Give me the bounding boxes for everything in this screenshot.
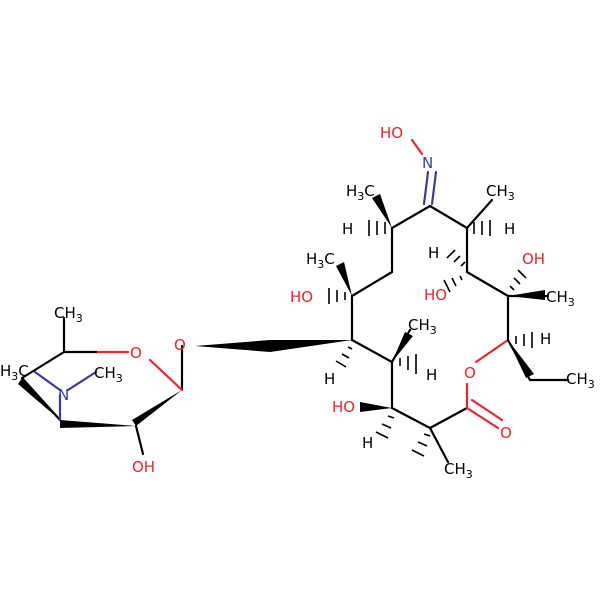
- ch3-center-label: CH3: [408, 316, 437, 337]
- ethyl-ch3-label: CH3: [566, 370, 595, 391]
- h-lower-label: H: [362, 434, 373, 452]
- bond-n-c-1: [422, 170, 430, 206]
- wedge-sugar-3: [18, 378, 60, 420]
- wedge-glyco-black: [270, 340, 352, 352]
- wedge-sugar-1: [132, 390, 182, 426]
- h3c-mid-label: H3C: [306, 250, 335, 271]
- sugar-oh-label: OH: [132, 458, 155, 476]
- h-left-upper-label: H: [342, 220, 353, 238]
- oxime-n-label: N: [422, 154, 433, 172]
- bond-n-methyl-1: [33, 370, 62, 392]
- bond-c1-c2: [390, 204, 432, 230]
- wedge-c5-ch3: [336, 262, 352, 296]
- wedge-glyco-red: [195, 340, 270, 352]
- ring-oxygen-label: O: [464, 364, 476, 382]
- bond-sugar-ring-2: [148, 358, 184, 392]
- bond-c1-c3: [428, 204, 469, 230]
- bond-c4-c5: [350, 270, 394, 298]
- oh-right-upper-label: OH: [522, 250, 545, 268]
- atom-labels: HO N H3C CH3 H H H3C H OH HO HO CH3 CH3 …: [0, 124, 595, 481]
- bond-n-c-2: [430, 170, 438, 206]
- oxime-ho-label: HO: [380, 124, 403, 142]
- bond-c8-c9: [390, 406, 432, 430]
- bond-c10-o-double-1: [465, 406, 500, 430]
- wedge-c2-ch3: [372, 194, 392, 228]
- sugar-ch3-top-label: CH3: [54, 304, 83, 325]
- bond-c3-ch3: [465, 198, 494, 230]
- sugar-nitrogen-label: N: [58, 386, 69, 404]
- wedge-c8-ho: [360, 402, 392, 412]
- ch3-top-left-label: H3C: [346, 182, 375, 203]
- ho-center-label: HO: [424, 286, 447, 304]
- h-right-upper-label: H: [504, 220, 515, 238]
- h-mid-right-label: H: [428, 244, 439, 262]
- bond-c9-c10: [428, 406, 469, 430]
- n-methyl-right-label: CH3: [94, 364, 123, 385]
- h-ring-right-label: H: [540, 330, 551, 348]
- bond-n-methyl-2: [66, 370, 98, 392]
- bond-sugar-oh: [134, 424, 145, 456]
- bond-c10-o-double-2: [470, 398, 504, 422]
- wedge-c12-ch3: [508, 290, 545, 300]
- n-methyl-left-label: H3C: [0, 362, 29, 383]
- h-ring-left-label: H: [324, 370, 335, 388]
- bond-o-c11: [474, 338, 510, 364]
- carbonyl-oxygen-label: O: [500, 424, 512, 442]
- wedge-c11-ethyl: [508, 340, 534, 378]
- bond-sugar-ring-5: [20, 350, 66, 380]
- ch3-lower-label: CH3: [444, 460, 473, 481]
- wedge-sugar-2: [60, 420, 136, 428]
- glycosidic-oxygen-label: O: [174, 336, 186, 354]
- hash-bonds: [328, 220, 533, 457]
- ch3-right-mid-label: CH3: [546, 288, 575, 309]
- ch3-top-right-label: CH3: [486, 182, 515, 203]
- bond-c6-c7: [350, 338, 394, 364]
- bond-c9-ch3: [428, 426, 450, 464]
- wedge-bonds: [18, 194, 545, 428]
- wedge-c7-ch3: [392, 332, 413, 362]
- ho-left-mid-label: HO: [290, 288, 313, 306]
- bond-c12-c13: [465, 270, 510, 298]
- sugar-ring-oxygen-label: O: [130, 344, 142, 362]
- ho-lower-label: HO: [332, 398, 355, 416]
- bond-oh-n: [410, 138, 424, 156]
- h-ring-center-label: H: [426, 366, 437, 384]
